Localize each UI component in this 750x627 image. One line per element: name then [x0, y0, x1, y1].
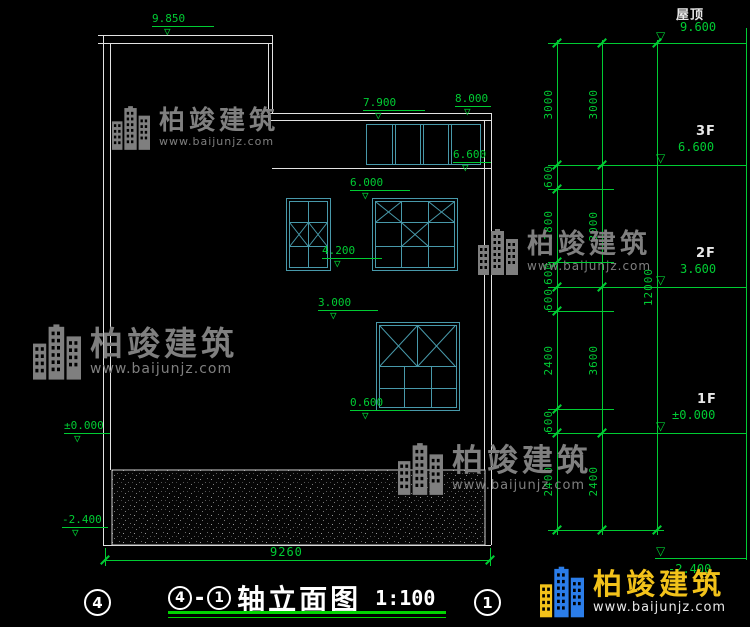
elevation-triangle-icon: ▽ — [656, 29, 666, 43]
dim-value: 600 — [542, 410, 555, 433]
floor-elevation: 6.600 — [678, 140, 715, 154]
elevation-triangle-icon: ▽ — [656, 419, 666, 433]
dim-value: 600 — [542, 288, 555, 311]
elevation-marker: 4.200 ▽ — [322, 244, 382, 269]
window-1f — [376, 322, 460, 411]
title-scale: 1:100 — [375, 586, 436, 610]
level-line — [548, 165, 746, 166]
level-line — [548, 530, 664, 531]
brand-buildings-icon — [112, 104, 150, 152]
elevation-value: 4.200 — [322, 244, 382, 259]
title-separator: - — [195, 585, 205, 611]
watermark: 柏竣建筑 www.baijunjz.com — [398, 441, 592, 497]
watermark-brand: 柏竣建筑 — [159, 105, 280, 136]
elevation-triangle-icon: ▽ — [656, 273, 666, 287]
floor-label: 2F — [696, 246, 716, 261]
elevation-triangle-icon: ▽ — [362, 189, 369, 202]
elevation-marker: 6.600 ▽ — [453, 148, 491, 173]
floor-elevation: -2.400 — [668, 562, 712, 576]
level-line — [548, 311, 614, 312]
elevation-triangle-icon: ▽ — [462, 161, 469, 174]
elevation-triangle-icon: ▽ — [656, 544, 666, 558]
floor-label: 3F — [696, 124, 716, 139]
title-text: 轴立面图 — [237, 583, 362, 616]
floor-label: 屋顶 — [676, 8, 705, 23]
floor-elevation: ±0.000 — [672, 408, 716, 422]
window-2f-right — [372, 198, 458, 271]
elevation-value: 9.850 — [152, 12, 214, 27]
elevation-value: 6.000 — [350, 176, 410, 191]
elevation-triangle-icon: ▽ — [362, 409, 369, 422]
brand-logo: 柏竣建筑 www.baijunjz.com — [540, 566, 726, 618]
watermark-url: www.baijunjz.com — [90, 361, 233, 378]
title-underline — [168, 611, 446, 614]
elevation-marker: 7.900 ▽ — [363, 96, 425, 121]
elevation-value: 6.600 — [453, 148, 491, 163]
watermark-brand: 柏竣建筑 — [527, 228, 651, 260]
elevation-marker: ±0.000 ▽ — [64, 419, 110, 444]
watermark-brand: 柏竣建筑 — [452, 443, 592, 480]
elevation-triangle-icon: ▽ — [74, 432, 81, 445]
brand-buildings-icon — [33, 322, 81, 382]
watermark-url: www.baijunjz.com — [452, 477, 586, 493]
brand-name: 柏竣建筑 — [593, 567, 726, 602]
title-axis-end-bubble: 1 — [207, 586, 232, 610]
watermark: 柏竣建筑 www.baijunjz.com — [33, 322, 238, 382]
elevation-triangle-icon: ▽ — [375, 109, 382, 122]
level-line — [548, 262, 614, 263]
level-line — [548, 433, 746, 434]
level-line — [548, 409, 614, 410]
elevation-triangle-icon: ▽ — [334, 257, 341, 270]
brand-buildings-icon — [540, 566, 584, 618]
elevation-value: 8.000 — [455, 92, 491, 107]
watermark-brand: 柏竣建筑 — [90, 323, 238, 363]
elevation-marker: -2.400 ▽ — [62, 513, 108, 538]
dim-value: 3000 — [542, 89, 555, 120]
level-line — [548, 43, 746, 44]
dim-value: 3000 — [587, 89, 600, 120]
elevation-marker: 3.000 ▽ — [318, 296, 378, 321]
floor-elevation: 9.600 — [680, 20, 717, 34]
brand-buildings-icon — [398, 441, 443, 497]
elevation-marker: 8.000 ▽ — [455, 92, 491, 117]
elevation-value: 0.600 — [350, 396, 410, 411]
floor-label: 1F — [697, 392, 717, 407]
elevation-triangle-icon: ▽ — [656, 151, 666, 165]
window-2f-left — [286, 198, 331, 271]
level-line — [548, 189, 614, 190]
elevation-triangle-icon: ▽ — [72, 526, 79, 539]
elevation-value: 7.900 — [363, 96, 425, 111]
brand-buildings-icon — [478, 227, 518, 277]
elevation-value: 3.000 — [318, 296, 378, 311]
dim-value: 9260 — [270, 545, 303, 559]
title-axis-start-bubble: 4 — [168, 586, 192, 610]
elevation-marker: 6.000 ▽ — [350, 176, 410, 201]
elevation-marker: 0.600 ▽ — [350, 396, 410, 421]
elevation-value: ±0.000 — [64, 419, 110, 434]
axis-bubble-left: 4 — [84, 589, 111, 616]
dim-value: 3600 — [587, 345, 600, 376]
dim-boundary-line — [746, 28, 747, 560]
window-3f-strip — [366, 124, 481, 165]
drawing-title: 4 - 1 轴立面图 1:100 — [168, 578, 435, 618]
watermark-url: www.baijunjz.com — [527, 259, 652, 274]
watermark-url: www.baijunjz.com — [159, 135, 275, 149]
dim-value: 600 — [542, 165, 555, 188]
level-line — [548, 287, 746, 288]
dim-value: 2400 — [542, 345, 555, 376]
elevation-value: -2.400 — [62, 513, 108, 528]
axis-bubble-right: 1 — [474, 589, 501, 616]
watermark: 柏竣建筑 www.baijunjz.com — [112, 104, 279, 152]
level-line — [655, 558, 746, 559]
elevation-triangle-icon: ▽ — [164, 25, 171, 38]
dim-line — [105, 560, 490, 561]
title-underline — [168, 617, 446, 618]
elevation-marker: 9.850 ▽ — [152, 12, 214, 37]
elevation-triangle-icon: ▽ — [464, 105, 471, 118]
floor-elevation: 3.600 — [680, 262, 717, 276]
brand-url: www.baijunjz.com — [593, 599, 727, 615]
elevation-triangle-icon: ▽ — [330, 309, 337, 322]
watermark: 柏竣建筑 www.baijunjz.com — [478, 227, 651, 277]
